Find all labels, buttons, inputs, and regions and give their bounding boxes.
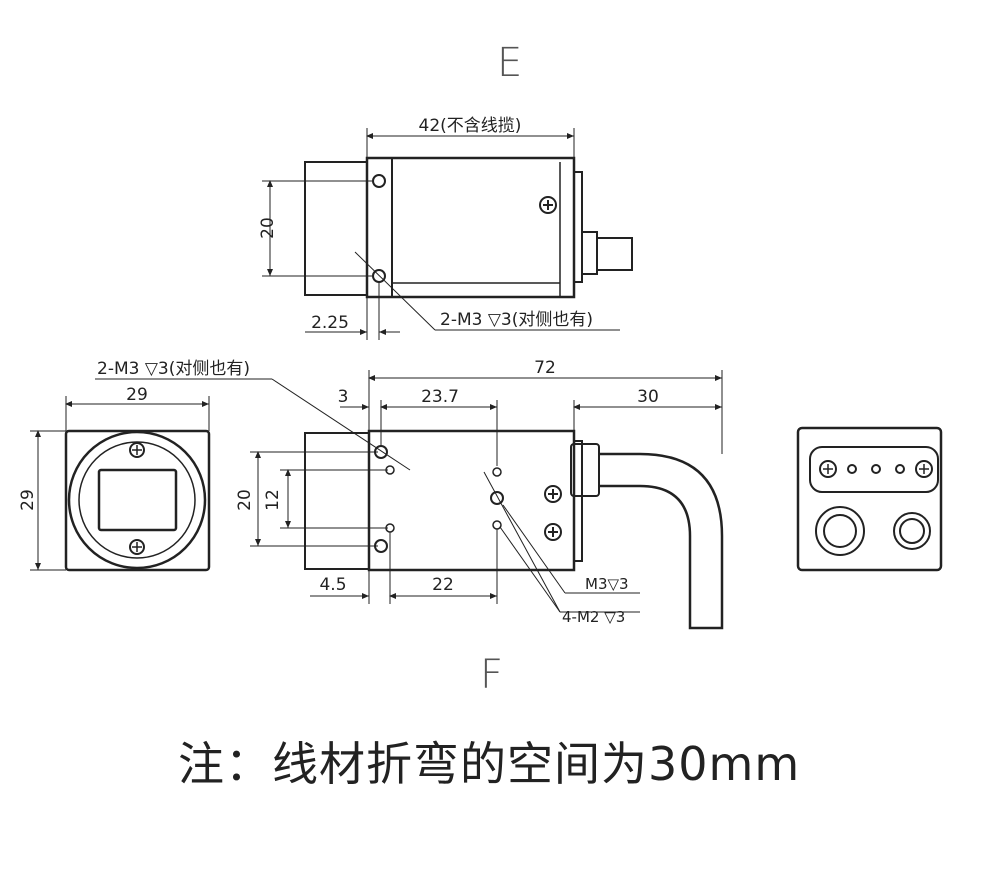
dim-20-side: 20 [235, 489, 255, 511]
dim-4-5: 4.5 [319, 575, 346, 595]
bending-space-note: 注：线材折弯的空间为30mm [178, 737, 801, 791]
dim-2-25: 2.25 [311, 313, 349, 333]
side-hole-note: 2-M3 ▽3(对侧也有) [97, 359, 250, 379]
back-view [796, 426, 943, 572]
dim-20-top: 20 [258, 217, 278, 239]
top-view: 42(不含线揽) 20 2.25 2-M3 ▽3(对侧也有) [258, 116, 633, 340]
dim-23-7: 23.7 [421, 387, 459, 407]
dim-72: 72 [534, 358, 556, 378]
side-view: 72 3 23.7 30 20 12 4.5 22 2-M3 ▽3(对侧也有) [95, 358, 724, 630]
dim-42: 42(不含线揽) [419, 116, 522, 136]
note-m2: 4-M2 ▽3 [562, 608, 625, 626]
dim-3: 3 [338, 387, 349, 407]
note-m3: M3▽3 [585, 575, 629, 593]
dim-12: 12 [263, 489, 283, 511]
dim-29-width: 29 [126, 385, 148, 405]
view-label-f: F [480, 652, 504, 698]
dim-29-height: 29 [18, 489, 38, 511]
view-label-e: E [497, 40, 523, 86]
top-hole-note: 2-M3 ▽3(对侧也有) [440, 310, 593, 330]
dim-22: 22 [432, 575, 454, 595]
dim-30: 30 [637, 387, 659, 407]
front-view: 29 29 [18, 385, 211, 572]
